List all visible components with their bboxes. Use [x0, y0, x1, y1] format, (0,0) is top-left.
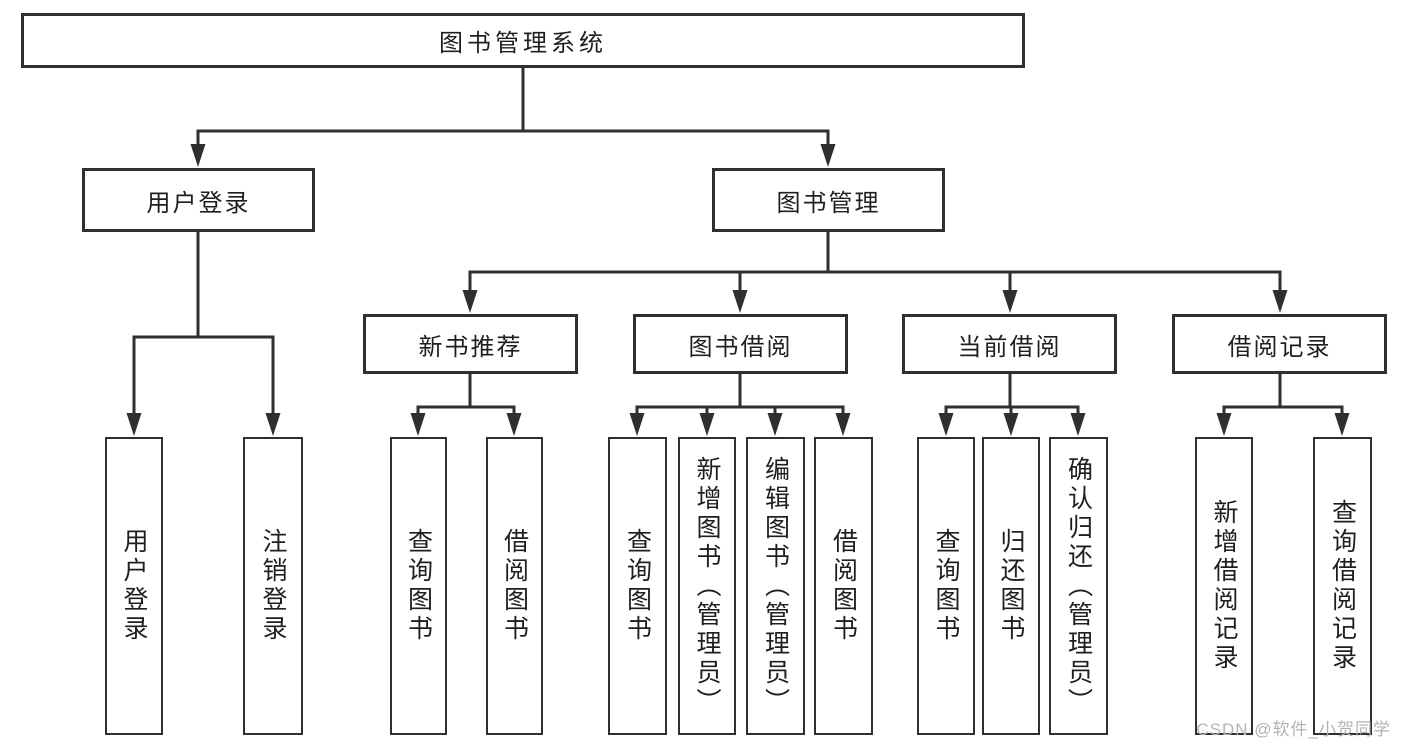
- node-current-borrowing: 当前借阅: [902, 314, 1117, 374]
- node-leaf-add-borrow-record: 新增借阅记录: [1195, 437, 1253, 735]
- node-leaf-query-books-rec: 查询图书: [390, 437, 447, 735]
- node-leaf-add-books-admin: 新增图书（管理员）: [678, 437, 736, 735]
- node-leaf-borrow-books-rec: 借阅图书: [486, 437, 543, 735]
- node-leaf-query-borrow-record: 查询借阅记录: [1313, 437, 1372, 735]
- node-leaf-borrow-books-bb: 借阅图书: [814, 437, 873, 735]
- node-leaf-confirm-return-admin: 确认归还（管理员）: [1049, 437, 1108, 735]
- node-user-login: 用户登录: [82, 168, 315, 232]
- node-leaf-query-books-bb: 查询图书: [608, 437, 667, 735]
- node-book-borrowing: 图书借阅: [633, 314, 848, 374]
- node-book-management: 图书管理: [712, 168, 945, 232]
- node-leaf-query-books-cb: 查询图书: [917, 437, 975, 735]
- node-leaf-user-login: 用户登录: [105, 437, 163, 735]
- node-new-book-recommend: 新书推荐: [363, 314, 578, 374]
- node-leaf-return-books: 归还图书: [982, 437, 1040, 735]
- node-borrow-records: 借阅记录: [1172, 314, 1387, 374]
- node-leaf-logout: 注销登录: [243, 437, 303, 735]
- node-leaf-edit-books-admin: 编辑图书（管理员）: [746, 437, 805, 735]
- node-library-management-system: 图书管理系统: [21, 13, 1025, 68]
- csdn-watermark: CSDN @软件_小贺同学: [1196, 720, 1391, 739]
